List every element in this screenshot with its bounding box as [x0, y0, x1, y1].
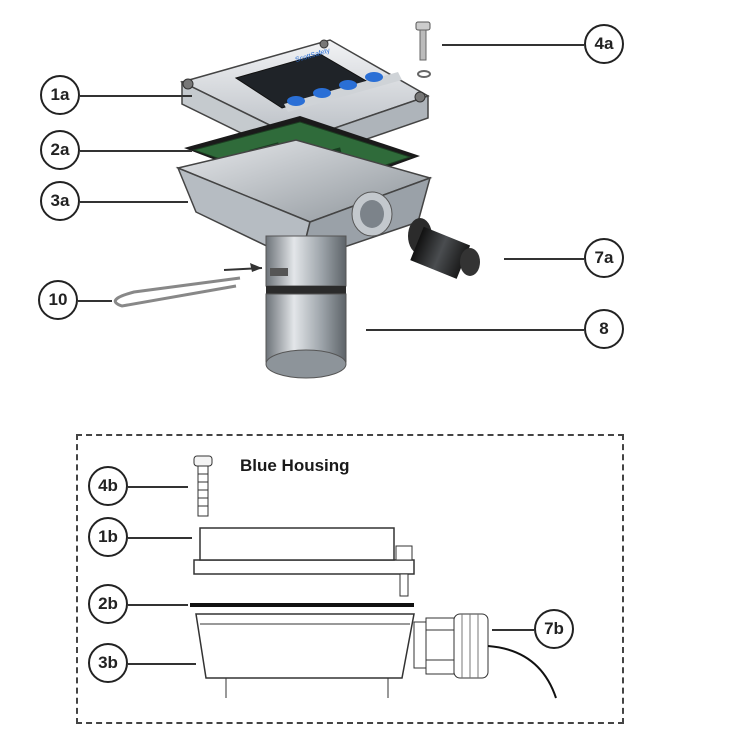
- leader-line-3b: [128, 663, 196, 665]
- callout-4b: 4b: [88, 466, 128, 506]
- inset-title: Blue Housing: [240, 456, 350, 475]
- lid-screw-icon: [414, 91, 426, 103]
- callout-3b: 3b: [88, 643, 128, 683]
- callout-7b: 7b: [534, 609, 574, 649]
- button-icon: [365, 72, 383, 82]
- button-icon: [339, 80, 357, 90]
- leader-line-7a: [504, 258, 584, 260]
- lid-screw-icon: [319, 39, 329, 49]
- leader-line-2a: [80, 150, 192, 152]
- callout-1b: 1b: [88, 517, 128, 557]
- button-icon: [287, 96, 305, 106]
- screw-4b: [193, 455, 213, 517]
- button-icon: [313, 88, 331, 98]
- tool-10: [113, 276, 241, 308]
- callout-2a: 2a: [40, 130, 80, 170]
- callout-7a: 7a: [584, 238, 624, 278]
- leader-line-1a: [80, 95, 192, 97]
- cable-gland-7b: [413, 613, 557, 699]
- connector-7a: [408, 218, 480, 279]
- callout-8: 8: [584, 309, 624, 349]
- leader-line-4a: [442, 44, 584, 46]
- housing-3b: [195, 613, 415, 698]
- leader-line-8: [366, 329, 584, 331]
- callout-1a: 1a: [40, 75, 80, 115]
- sensor-8: [265, 235, 347, 379]
- callout-3a: 3a: [40, 181, 80, 221]
- leader-line-1b: [128, 537, 192, 539]
- callout-4a: 4a: [584, 24, 624, 64]
- leader-line-2b: [128, 604, 188, 606]
- screw-4a: [415, 21, 431, 78]
- blue-housing-inset-frame: [76, 434, 624, 724]
- leader-line-10: [78, 300, 112, 302]
- lid-1b: [193, 527, 415, 597]
- lid-screw-icon: [182, 78, 194, 90]
- leader-line-4b: [128, 486, 188, 488]
- leader-line-7b: [492, 629, 534, 631]
- leader-line-3a: [80, 201, 188, 203]
- callout-2b: 2b: [88, 584, 128, 624]
- callout-10: 10: [38, 280, 78, 320]
